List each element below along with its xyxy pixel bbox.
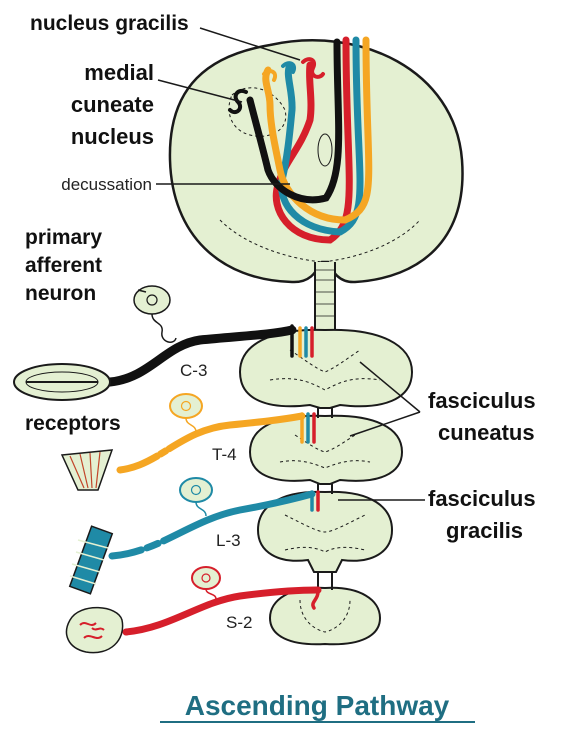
label-medial-2: cuneate bbox=[71, 92, 154, 117]
label-primary-1: primary bbox=[25, 226, 102, 249]
label-fasciculus-gracilis-1: fasciculus bbox=[428, 486, 536, 511]
cord-section-s2 bbox=[270, 588, 380, 644]
cord-section-c3 bbox=[240, 330, 412, 408]
label-nucleus-gracilis: nucleus gracilis bbox=[30, 12, 189, 35]
label-level-s2: S-2 bbox=[226, 613, 252, 632]
label-primary-3: neuron bbox=[25, 282, 96, 305]
label-receptors: receptors bbox=[25, 412, 121, 435]
title-group: Ascending Pathway bbox=[160, 690, 475, 722]
label-level-l3: L-3 bbox=[216, 531, 241, 550]
label-decussation: decussation bbox=[61, 175, 152, 194]
label-medial-3: nucleus bbox=[71, 124, 154, 149]
label-primary-2: afferent bbox=[25, 254, 102, 277]
label-fasciculus-gracilis-2: gracilis bbox=[446, 518, 523, 543]
label-fasciculus-cuneatus-1: fasciculus bbox=[428, 388, 536, 413]
label-fasciculus-cuneatus-2: cuneatus bbox=[438, 420, 535, 445]
diagram-title: Ascending Pathway bbox=[185, 690, 450, 721]
label-level-c3: C-3 bbox=[180, 361, 207, 380]
label-medial-1: medial bbox=[84, 60, 154, 85]
medulla-section bbox=[170, 40, 463, 330]
label-level-t4: T-4 bbox=[212, 445, 237, 464]
receptor-l3 bbox=[70, 526, 113, 594]
